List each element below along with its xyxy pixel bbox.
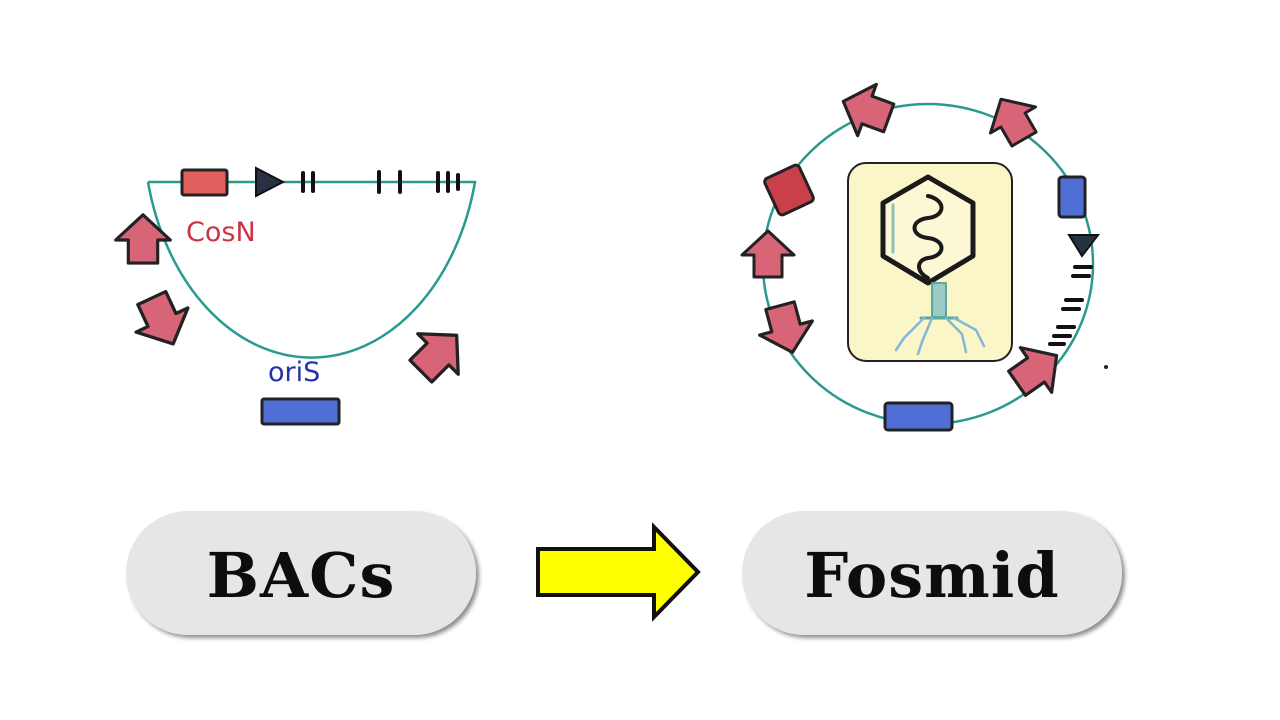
fosmid-triangle-marker (1067, 234, 1101, 258)
cos-n-label: CosN (186, 217, 256, 248)
bac-vector-map: CosN oriS (114, 166, 479, 426)
fosmid-cos-box (763, 163, 815, 217)
fosmid-gene-arrow-1 (832, 74, 900, 146)
bacteriophage-icon (880, 174, 986, 356)
bac-gene-arrow-2 (124, 284, 201, 358)
stray-dot (1104, 365, 1108, 369)
bacs-pill-label: BACs (207, 539, 396, 612)
fosmid-pill-label: Fosmid (804, 539, 1059, 612)
bac-gene-arrow-3 (399, 313, 479, 393)
fosmid-tick-marks (1048, 265, 1093, 346)
ori-s-label: oriS (268, 357, 320, 388)
bac-gene-arrow-1 (114, 213, 172, 265)
bac-ori-box (260, 397, 341, 426)
bac-cos-box (180, 168, 229, 197)
fosmid-gene-arrow-3 (740, 229, 796, 279)
fosmid-gene-arrow-4 (752, 297, 821, 361)
fosmid-ori-box (883, 401, 954, 432)
right-arrow-icon (536, 522, 701, 622)
bac-triangle-marker (255, 166, 286, 198)
fosmid-vector-map (740, 74, 1108, 432)
bac-backbone (146, 180, 477, 359)
bacs-pill: BACs (126, 511, 476, 635)
fosmid-pill: Fosmid (742, 511, 1122, 635)
fosmid-blue-box (1057, 175, 1087, 219)
bac-tick-marks (301, 170, 460, 194)
